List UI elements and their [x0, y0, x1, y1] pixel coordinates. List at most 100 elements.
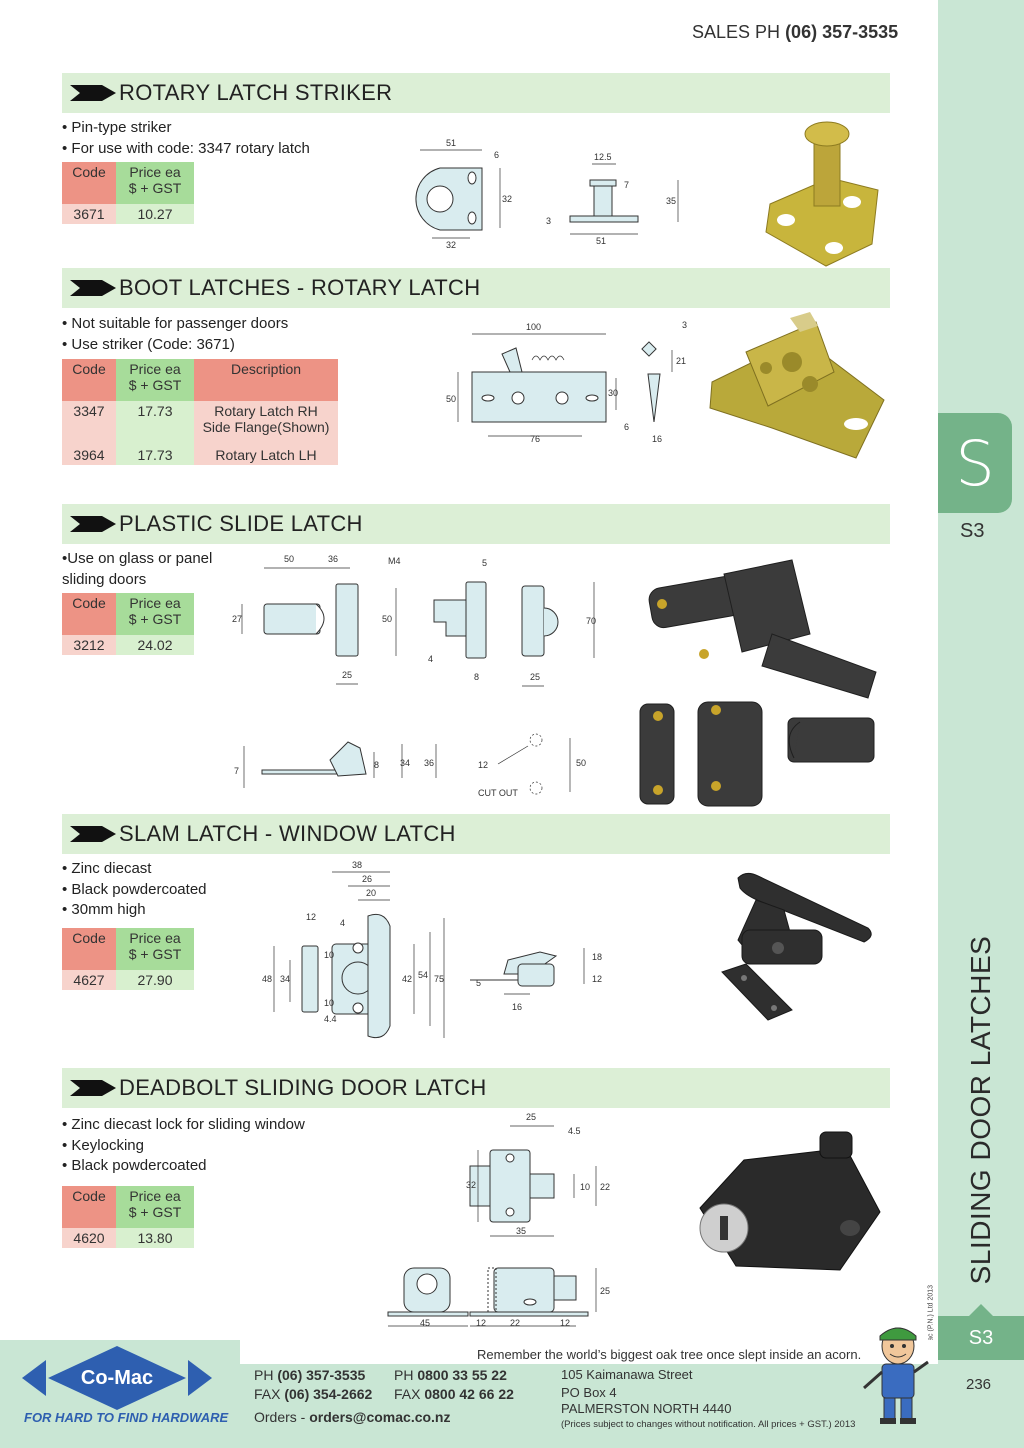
section-title: SLAM LATCH - WINDOW LATCH: [119, 821, 456, 846]
bullet-list: • Zinc diecast lock for sliding window •…: [62, 1116, 305, 1174]
header-description: Description: [194, 359, 338, 401]
footer-slogan: Remember the world’s biggest oak tree on…: [477, 1347, 862, 1362]
logo-text: Co-Mac: [81, 1367, 153, 1389]
header-price: Price ea $ + GST: [116, 359, 194, 401]
dim-label: 5: [476, 978, 481, 988]
mascot-illustration: [863, 1327, 929, 1424]
dim-label: 4: [428, 654, 433, 664]
boot-latch-photo: [709, 312, 885, 459]
bullet-list: • Zinc diecast • Black powdercoated • 30…: [62, 860, 207, 918]
dim-label: 25: [530, 672, 540, 682]
dim-label: 7: [234, 766, 239, 776]
section-title: ROTARY LATCH STRIKER: [119, 80, 393, 105]
dim-label: 45: [420, 1318, 430, 1328]
dim-label: 25: [342, 670, 352, 680]
dim-label: 26: [362, 874, 372, 884]
price-cell: 24.02: [116, 635, 194, 655]
header-code: Code: [62, 593, 116, 635]
boot-latch-diagram: 100 3 21 50 30 76 6 16: [446, 320, 687, 444]
dim-label: 8: [474, 672, 479, 682]
dim-label: 32: [446, 240, 456, 250]
dim-label: 3: [546, 216, 551, 226]
dim-label: 25: [600, 1286, 610, 1296]
striker-diagram: 51 6 32 32 12.5 7 35 3 51: [415, 138, 679, 250]
dim-label: 5: [482, 558, 487, 568]
dim-label: 54: [418, 970, 428, 980]
header-code: Code: [62, 928, 116, 970]
dim-label: CUT OUT: [478, 788, 518, 798]
section-header-slam-latch: SLAM LATCH - WINDOW LATCH: [62, 814, 890, 854]
arrow-icon: [70, 85, 116, 101]
sidebar-panel: [938, 0, 1024, 1448]
dim-label: 10: [324, 950, 334, 960]
dim-label: 12: [592, 974, 602, 984]
price-cell: 13.80: [116, 1228, 194, 1248]
price-cell: 27.90: [116, 970, 194, 990]
dim-label: 36: [424, 758, 434, 768]
dim-label: 4.5: [568, 1126, 581, 1136]
section-title: DEADBOLT SLIDING DOOR LATCH: [119, 1075, 487, 1100]
price-cell: 10.27: [116, 204, 194, 224]
dim-label: 50: [446, 394, 456, 404]
dim-label: 75: [434, 974, 444, 984]
dim-label: 12.5: [594, 152, 612, 162]
description-cell: Rotary Latch RH Side Flange(Shown): [194, 401, 338, 445]
section-code: S3: [960, 520, 985, 542]
dim-label: 70: [586, 616, 596, 626]
bullet-list: • Pin-type striker • For use with code: …: [62, 119, 310, 157]
bullet-list: • Not suitable for passenger doors • Use…: [62, 315, 289, 353]
dim-label: 10: [324, 998, 334, 1008]
address-city: PALMERSTON NORTH 4440: [561, 1401, 732, 1416]
dim-label: 35: [516, 1226, 526, 1236]
contact-freefax: FAX 0800 42 66 22: [394, 1386, 514, 1402]
section-header-boot-latches: BOOT LATCHES - ROTARY LATCH: [62, 268, 890, 308]
dim-label: 30: [608, 388, 618, 398]
address-pobox: PO Box 4: [561, 1385, 617, 1400]
section-tab: S: [938, 413, 1012, 513]
dim-label: 50: [382, 614, 392, 624]
plastic-slide-photo: [639, 559, 877, 807]
dim-label: 34: [280, 974, 290, 984]
plastic-slide-diagram: 50 36 M4 27 50 25 5 4 8 70 25 7 8 34 36 …: [232, 554, 596, 798]
header-price: Price ea $ + GST: [116, 1186, 194, 1228]
price-cell: 17.73: [116, 445, 194, 465]
dim-label: 7: [624, 180, 629, 190]
header-code: Code: [62, 162, 116, 204]
section-title: BOOT LATCHES - ROTARY LATCH: [119, 275, 481, 300]
dim-label: 27: [232, 614, 242, 624]
dim-label: 21: [676, 356, 686, 366]
dim-label: 18: [592, 952, 602, 962]
slam-latch-photo: [721, 872, 872, 1021]
header-code: Code: [62, 359, 116, 401]
contact-phone: PH (06) 357-3535: [254, 1367, 366, 1383]
sales-phone: SALES PH (06) 357-3535: [692, 22, 899, 42]
dim-label: 42: [402, 974, 412, 984]
dim-label: 12: [476, 1318, 486, 1328]
dim-label: 76: [530, 434, 540, 444]
dim-label: 4.4: [324, 1014, 337, 1024]
dim-label: 6: [624, 422, 629, 432]
dim-label: 51: [596, 236, 606, 246]
price-table: Code Price ea $ + GST Description 3347 1…: [62, 359, 338, 465]
dim-label: 16: [512, 1002, 522, 1012]
dim-label: 12: [306, 912, 316, 922]
dim-label: 20: [366, 888, 376, 898]
section-header-deadbolt: DEADBOLT SLIDING DOOR LATCH: [62, 1068, 890, 1108]
code-cell: 3212: [62, 635, 116, 655]
dim-label: 10: [580, 1182, 590, 1192]
slam-latch-diagram: 38 26 20 12 4 48 34 10 10 4.4 42 54 75 5…: [262, 860, 602, 1039]
dim-label: M4: [388, 556, 401, 566]
header-price: Price ea $ + GST: [116, 928, 194, 970]
page-number: 236: [966, 1376, 992, 1393]
dim-label: 48: [262, 974, 272, 984]
bullet-list: •Use on glass or panel sliding doors: [62, 550, 213, 588]
header-price: Price ea $ + GST: [116, 162, 194, 204]
deadbolt-photo: [699, 1131, 881, 1271]
header-code: Code: [62, 1186, 116, 1228]
orders-email-link[interactable]: orders@comac.co.nz: [309, 1409, 451, 1425]
dim-label: 3: [682, 320, 687, 330]
code-cell: 4620: [62, 1228, 116, 1248]
header-price: Price ea $ + GST: [116, 593, 194, 635]
dim-label: 4: [340, 918, 345, 928]
dim-label: 35: [666, 196, 676, 206]
